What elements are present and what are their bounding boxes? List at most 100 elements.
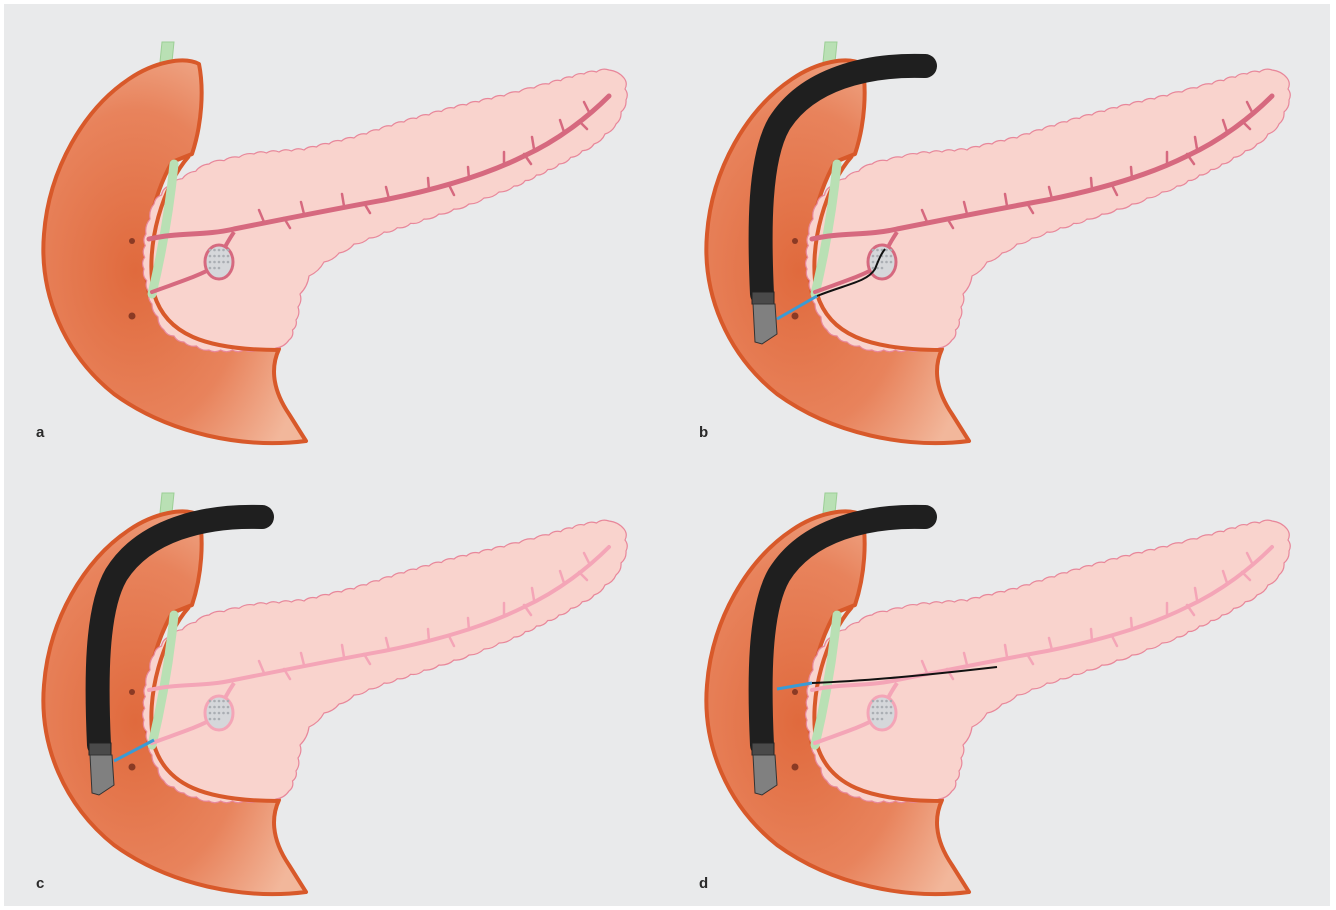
stone-dot <box>213 249 216 252</box>
stone-dot <box>872 700 875 703</box>
bile-duct-upper <box>823 42 837 62</box>
panel-b-label: b <box>699 424 708 441</box>
stone-dot <box>881 712 884 715</box>
stone-dot <box>213 718 216 721</box>
stone-dot <box>881 718 884 721</box>
stone-dot <box>872 718 875 721</box>
stone-dot <box>209 706 212 709</box>
bile-duct-upper <box>823 493 837 513</box>
stone-dot <box>227 249 230 252</box>
stone-dot <box>872 249 875 252</box>
stone-dot <box>890 249 893 252</box>
stone-dot <box>218 255 221 258</box>
stone-dot <box>890 712 893 715</box>
duct-side-branch <box>428 629 429 641</box>
stone-dot <box>876 700 879 703</box>
stone-dot <box>890 700 893 703</box>
major-papilla <box>129 313 136 320</box>
stone-dot <box>222 249 225 252</box>
stone-dot <box>227 706 230 709</box>
stone-dot <box>876 249 879 252</box>
panel-c-label: c <box>36 875 44 892</box>
stone-dot <box>885 712 888 715</box>
bile-duct-upper <box>160 42 174 62</box>
stone-dot <box>218 700 221 703</box>
stone-dot <box>218 267 221 270</box>
stone-dot <box>872 261 875 264</box>
stone-dot <box>218 261 221 264</box>
stone-dot <box>218 249 221 252</box>
major-papilla <box>792 313 799 320</box>
panel-b-illustration <box>667 4 1330 455</box>
stone-dot <box>872 255 875 258</box>
stone-dot <box>222 706 225 709</box>
duct-side-branch <box>428 178 429 190</box>
panel-a: a <box>4 4 667 455</box>
panel-c-illustration <box>4 455 667 906</box>
figure: a b c d <box>4 4 1330 906</box>
stone-dot <box>881 706 884 709</box>
duct-side-branch <box>1091 178 1092 190</box>
panel-a-illustration <box>4 4 667 455</box>
stone-dot <box>876 712 879 715</box>
stone-dot <box>885 249 888 252</box>
stone-dot <box>218 718 221 721</box>
panel-a-label: a <box>36 424 44 441</box>
major-papilla <box>129 764 136 771</box>
stone-dot <box>890 706 893 709</box>
stone-dot <box>890 261 893 264</box>
stone-dot <box>881 700 884 703</box>
stone-dot <box>213 267 216 270</box>
stone-dot <box>881 261 884 264</box>
stone-dot <box>222 712 225 715</box>
major-papilla <box>792 764 799 771</box>
stone-dot <box>222 261 225 264</box>
stone-dot <box>872 706 875 709</box>
bile-duct-upper <box>160 493 174 513</box>
stone-dot <box>227 255 230 258</box>
stone-dot <box>227 261 230 264</box>
stone-dot <box>213 700 216 703</box>
duct-side-branch <box>1131 167 1132 179</box>
stone-dot <box>209 718 212 721</box>
stone-dot <box>218 706 221 709</box>
stone-dot <box>885 261 888 264</box>
stone-dot <box>209 700 212 703</box>
pancreas <box>143 520 628 803</box>
endoscope-collar <box>752 743 774 755</box>
pancreas <box>143 69 628 352</box>
pancreas <box>806 69 1291 352</box>
stone-dot <box>213 261 216 264</box>
stone-dot <box>213 712 216 715</box>
stone-dot <box>209 261 212 264</box>
stone-dot <box>222 255 225 258</box>
stone-dot <box>872 712 875 715</box>
panel-d: d <box>667 455 1330 906</box>
minor-papilla <box>129 238 135 244</box>
stone-dot <box>876 718 879 721</box>
stone-dot <box>885 700 888 703</box>
stone-dot <box>209 267 212 270</box>
stone-dot <box>209 249 212 252</box>
duct-side-branch <box>1131 618 1132 630</box>
duct-side-branch <box>468 618 469 630</box>
stone-dot <box>876 255 879 258</box>
endoscope-collar <box>752 292 774 304</box>
stone-dot <box>227 700 230 703</box>
stone-dot <box>881 267 884 270</box>
stone-dot <box>227 712 230 715</box>
panel-b: b <box>667 4 1330 455</box>
stone-dot <box>876 706 879 709</box>
stone-dot <box>885 706 888 709</box>
stone-dot <box>209 712 212 715</box>
stone-dot <box>213 255 216 258</box>
stone-dot <box>890 255 893 258</box>
duct-side-branch <box>468 167 469 179</box>
duct-side-branch <box>1091 629 1092 641</box>
stone-dot <box>222 700 225 703</box>
panel-c: c <box>4 455 667 906</box>
pancreas <box>806 520 1291 803</box>
endoscope-collar <box>89 743 111 755</box>
minor-papilla <box>792 689 798 695</box>
minor-papilla <box>129 689 135 695</box>
